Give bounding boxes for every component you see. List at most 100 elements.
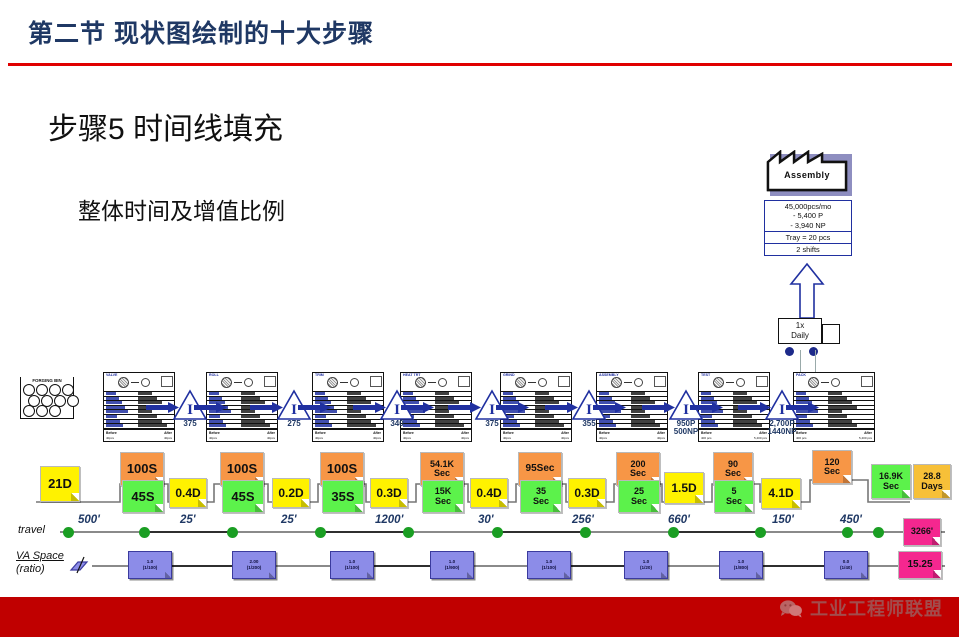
va-break-symbol-icon bbox=[69, 556, 89, 574]
va-ratio-box[interactable]: 1.0(1/100) bbox=[330, 551, 374, 579]
page-title: 第二节 现状图绘制的十大步骤 bbox=[28, 20, 374, 48]
wechat-icon bbox=[780, 599, 802, 617]
process-data-row bbox=[313, 414, 383, 420]
timeline-note[interactable]: 0.4D bbox=[470, 478, 508, 508]
footer-band bbox=[0, 597, 959, 637]
process-name: PACK bbox=[796, 373, 806, 377]
process-footer-before: Before bbox=[796, 431, 807, 435]
process-tag-icon bbox=[161, 376, 173, 387]
note-fold bbox=[467, 572, 473, 578]
push-arrow-icon bbox=[298, 402, 331, 413]
va-ratio-value: 1.0 bbox=[642, 559, 650, 565]
va-ratio-value: 0.0 bbox=[842, 559, 850, 565]
timeline-note[interactable]: 0.2D bbox=[272, 478, 310, 508]
timeline-note[interactable]: 45S bbox=[222, 480, 264, 513]
process-data-row bbox=[501, 410, 571, 415]
timeline-note[interactable]: 35S bbox=[322, 480, 364, 513]
timeline-note-value: 45S bbox=[131, 488, 155, 504]
va-ratio-value: 2.00 bbox=[249, 559, 259, 565]
process-data-row bbox=[401, 410, 471, 415]
note-fold bbox=[301, 499, 309, 507]
process-data-row bbox=[104, 392, 174, 397]
push-arrow-icon bbox=[146, 402, 179, 413]
customer-volume-line2: - 5,400 P bbox=[793, 211, 823, 221]
timeline-note[interactable]: 0.4D bbox=[169, 478, 207, 508]
process-name: ASSEMBLY bbox=[599, 373, 619, 377]
travel-node-dot[interactable] bbox=[63, 527, 74, 538]
travel-node-dot[interactable] bbox=[580, 527, 591, 538]
process-name: TEST bbox=[701, 373, 711, 377]
timeline-note[interactable]: 1.5D bbox=[664, 472, 704, 504]
travel-node-dot[interactable] bbox=[873, 527, 884, 538]
travel-node-dot[interactable] bbox=[755, 527, 766, 538]
inventory-amount: 2,700P 1440NP bbox=[767, 419, 797, 437]
step-subtitle: 整体时间及增值比例 bbox=[78, 198, 285, 224]
svg-text:I: I bbox=[586, 402, 592, 418]
process-footer-after-qty: 40pcs bbox=[163, 436, 172, 440]
note-fold bbox=[695, 495, 703, 503]
note-fold bbox=[455, 504, 463, 512]
process-footer-before: Before bbox=[701, 431, 712, 435]
travel-node-dot[interactable] bbox=[139, 527, 150, 538]
va-ratio-value: 1.0 bbox=[545, 559, 553, 565]
travel-node-dot[interactable] bbox=[227, 527, 238, 538]
travel-node-dot[interactable] bbox=[668, 527, 679, 538]
process-data-row bbox=[597, 396, 667, 402]
va-total-value: 15.25 bbox=[907, 558, 933, 570]
va-ratio-box[interactable]: 1.0(1/100) bbox=[527, 551, 571, 579]
timeline-note[interactable]: 45S bbox=[122, 480, 164, 513]
process-data-row bbox=[207, 392, 277, 397]
process-name: GRIND bbox=[503, 373, 515, 377]
step-title: 步骤5 时间线填充 bbox=[48, 113, 284, 146]
process-data-row bbox=[104, 414, 174, 420]
va-ratio-box[interactable]: 2.00(1/200) bbox=[232, 551, 276, 579]
push-arrow-icon bbox=[738, 402, 771, 413]
va-ratio-box[interactable]: 0.0(1/40) bbox=[824, 551, 868, 579]
process-data-row bbox=[501, 424, 571, 429]
process-footer-after: After bbox=[373, 431, 381, 435]
note-fold bbox=[661, 572, 667, 578]
va-ratio-box[interactable]: 1.0(1/900) bbox=[430, 551, 474, 579]
travel-node-dot[interactable] bbox=[403, 527, 414, 538]
travel-distance-label: 25' bbox=[180, 514, 196, 526]
travel-node-dot[interactable] bbox=[315, 527, 326, 538]
process-data-row bbox=[794, 424, 874, 429]
va-ratio-value: 1.0 bbox=[348, 559, 356, 565]
travel-node-dot[interactable] bbox=[492, 527, 503, 538]
process-data-row bbox=[313, 419, 383, 425]
timeline-note[interactable]: 0.3D bbox=[370, 478, 408, 508]
va-ratio-box[interactable]: 1.0(1/800) bbox=[719, 551, 763, 579]
note-fold bbox=[843, 475, 851, 483]
process-machine-icon bbox=[515, 377, 526, 388]
note-fold bbox=[367, 572, 373, 578]
travel-distance-label: 25' bbox=[281, 514, 297, 526]
va-ratio-box[interactable]: 1.0(1/20) bbox=[624, 551, 668, 579]
process-footer-after: After bbox=[864, 431, 872, 435]
process-part-icon bbox=[438, 378, 447, 387]
timeline-note[interactable]: 0.3D bbox=[568, 478, 606, 508]
inventory-amount: 355 bbox=[582, 419, 596, 428]
timeline-note[interactable]: 21D bbox=[40, 466, 80, 502]
process-tag-icon bbox=[756, 376, 768, 387]
process-data-row bbox=[401, 419, 471, 425]
process-data-row bbox=[104, 401, 174, 406]
timeline-note[interactable]: 4.1D bbox=[761, 478, 801, 509]
process-machine-icon bbox=[611, 377, 622, 388]
note-fold bbox=[155, 504, 163, 512]
travel-node-dot[interactable] bbox=[842, 527, 853, 538]
note-fold bbox=[198, 499, 206, 507]
va-ratio-box[interactable]: 1.0(1/100) bbox=[128, 551, 172, 579]
process-footer-before: Before bbox=[403, 431, 414, 435]
timeline-note-value: 4.1D bbox=[768, 486, 794, 501]
